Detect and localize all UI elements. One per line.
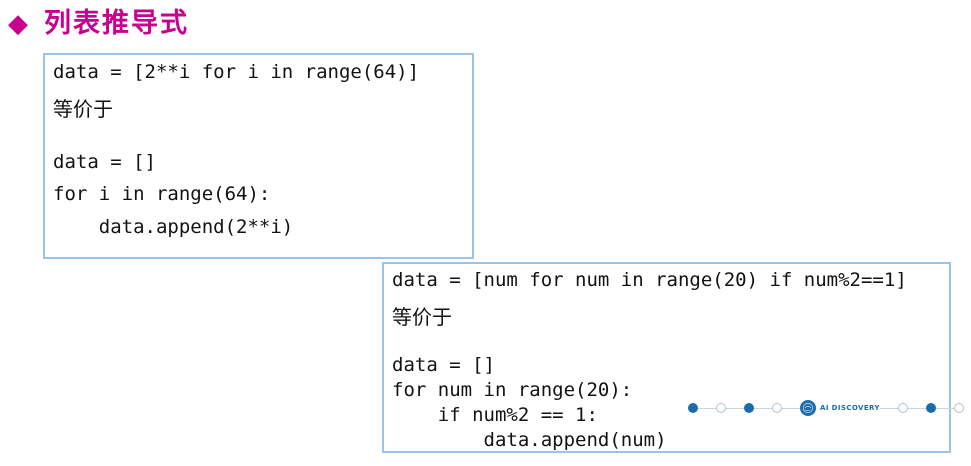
code-line: for i in range(64):	[53, 183, 271, 205]
watermark-connector	[935, 407, 954, 409]
watermark-connector	[698, 407, 716, 409]
ai-discovery-logo: AI DISCOVERY	[800, 400, 880, 416]
code-line: data.append(2**i)	[53, 216, 294, 238]
watermark-dot-filled	[688, 403, 698, 413]
watermark-dot-open	[897, 403, 908, 413]
code-box-list-comprehension: data = [2**i for i in range(64)] 等价于 dat…	[43, 53, 474, 259]
ai-discovery-watermark: AI DISCOVERY	[688, 397, 964, 419]
equivalence-label: 等价于	[392, 305, 452, 329]
watermark-dot-filled	[744, 403, 754, 413]
watermark-dot-open	[716, 403, 726, 413]
code-line: data = [num for num in range(20) if num%…	[392, 269, 907, 291]
code-line: data = [2**i for i in range(64)]	[53, 61, 420, 83]
equivalence-label: 等价于	[53, 97, 113, 121]
watermark-connector	[782, 407, 800, 409]
page-title: 列表推导式	[44, 8, 189, 39]
slide-title-row: ◆ 列表推导式	[8, 8, 189, 40]
watermark-dot-filled	[925, 403, 936, 413]
code-line: data.append(num)	[392, 429, 667, 451]
watermark-connector	[907, 407, 926, 409]
diamond-bullet-icon: ◆	[8, 9, 28, 39]
code-line: for num in range(20):	[392, 379, 633, 401]
code-line: if num%2 == 1:	[392, 404, 598, 426]
watermark-brand-text: AI DISCOVERY	[820, 404, 880, 412]
code-box-conditional-comprehension: data = [num for num in range(20) if num%…	[382, 262, 951, 453]
watermark-connector	[879, 407, 898, 409]
watermark-connector	[726, 407, 744, 409]
code-line: data = []	[53, 151, 156, 173]
watermark-dot-open	[772, 403, 782, 413]
code-line: data = []	[392, 354, 495, 376]
watermark-connector	[754, 407, 772, 409]
watermark-dot-open	[953, 403, 964, 413]
ai-discovery-logo-icon	[800, 400, 816, 416]
